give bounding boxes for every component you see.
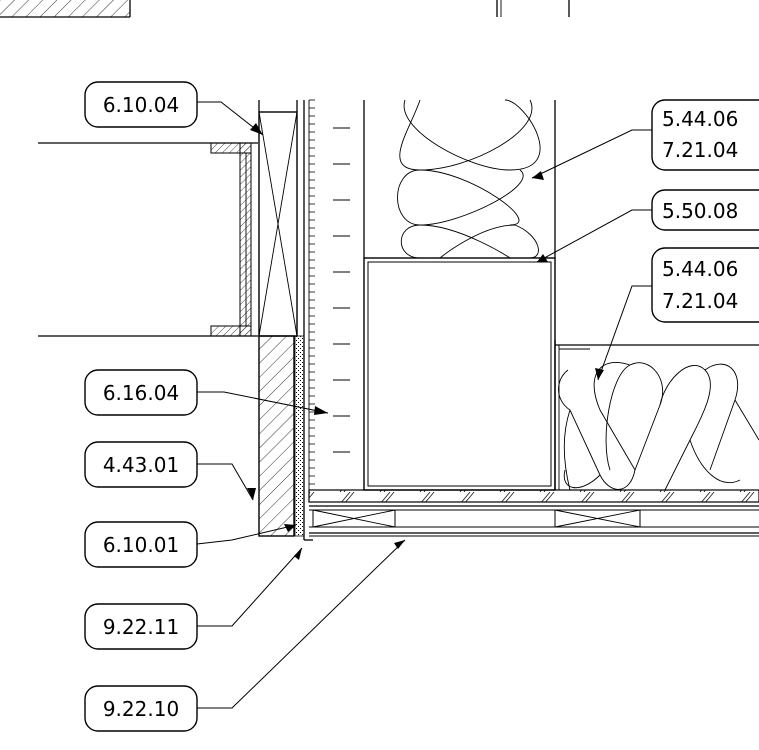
- tag-label: 6.10.04: [103, 93, 179, 117]
- stud-dashes: [333, 127, 350, 453]
- tag-6-10-04: 6.10.04: [84, 81, 198, 128]
- tag-label: 4.43.01: [103, 453, 179, 477]
- leader-lines: [196, 101, 652, 709]
- tag-label: 5.44.06: [662, 257, 738, 281]
- furring-ticks: [309, 99, 315, 485]
- tag-5-50-08: 5.50.08: [651, 189, 759, 231]
- tag-6-16-04: 6.16.04: [84, 369, 198, 416]
- window-head-frame: [38, 142, 258, 337]
- tag-9-22-11: 9.22.11: [84, 603, 198, 650]
- leader-arrowheads: [247, 123, 604, 560]
- timber-blocking: [258, 111, 298, 337]
- wall-batt-insulation: [397, 99, 541, 259]
- top-wall-fragment: [496, 0, 570, 17]
- floor-deck: [304, 489, 759, 541]
- tag-4-43-01: 4.43.01: [84, 441, 198, 488]
- tag-label: 7.21.04: [662, 289, 738, 313]
- tag-label: 9.22.11: [103, 615, 179, 639]
- tag-label: 9.22.10: [103, 697, 179, 721]
- tag-6-10-01: 6.10.01: [84, 521, 198, 568]
- air-barrier-layer: [294, 335, 305, 537]
- tag-label: 6.10.01: [103, 533, 179, 557]
- tag-label: 6.16.04: [103, 381, 179, 405]
- tag-label: 5.44.06: [662, 107, 738, 131]
- rim-board: [363, 257, 759, 491]
- tag-9-22-10: 9.22.10: [84, 685, 198, 732]
- tag-5-44-06-7-21-04-floor: 5.44.06 7.21.04: [651, 247, 759, 323]
- tag-label: 5.50.08: [662, 199, 738, 223]
- tag-5-44-06-7-21-04-wall: 5.44.06 7.21.04: [651, 99, 759, 171]
- masonry-sill: [258, 335, 295, 537]
- floor-batt-insulation: [558, 362, 759, 491]
- tag-label: 7.21.04: [662, 138, 738, 162]
- top-masonry-fragment: [0, 0, 131, 18]
